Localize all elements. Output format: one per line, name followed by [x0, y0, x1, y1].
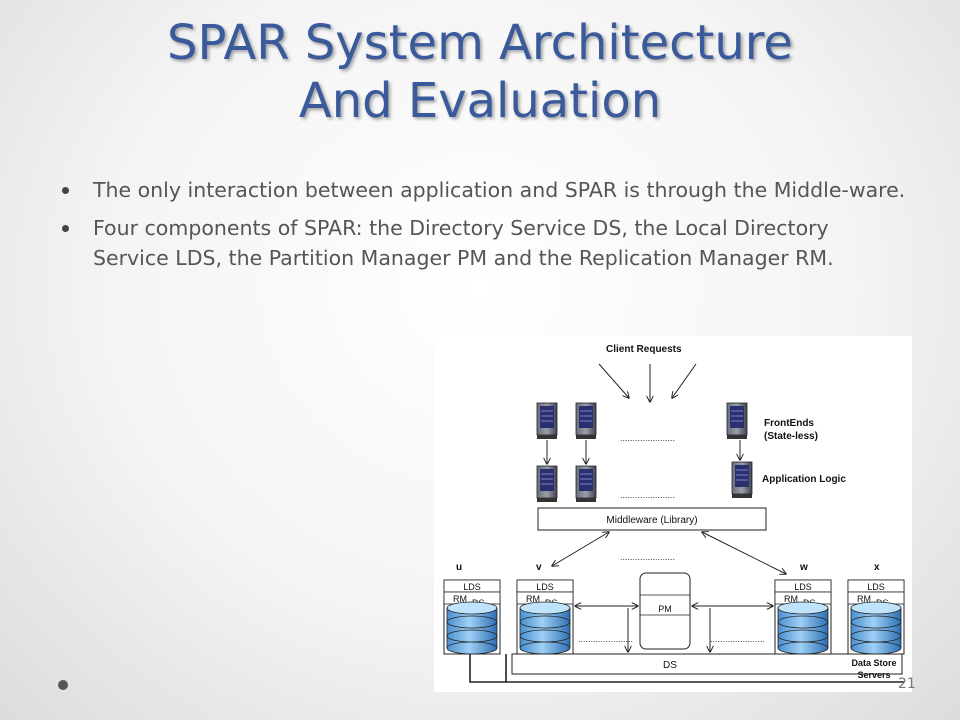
bullet-list: The only interaction between application…: [60, 175, 910, 281]
data-store-sublabel: Servers: [857, 670, 890, 680]
rm-label: RM: [784, 594, 798, 604]
data-store-server-v: LDS RM DS: [516, 579, 574, 655]
server-label-w: w: [799, 562, 808, 573]
server-label-u: u: [456, 562, 462, 573]
client-requests-label: Client Requests: [606, 344, 682, 355]
frontends-label: FrontEnds: [764, 418, 814, 429]
middleware-arrow: [702, 532, 786, 574]
ds-bar-label: DS: [663, 660, 677, 671]
architecture-diagram: Client Requests ...................... F…: [434, 336, 912, 692]
pm-right-dots: ......................: [710, 634, 765, 644]
title-line-1: SPAR System Architecture: [167, 15, 793, 71]
footer-dot: [58, 680, 68, 690]
middleware-box: [537, 507, 767, 531]
application-logic-label: Application Logic: [762, 474, 846, 485]
bullet-item: The only interaction between application…: [60, 175, 910, 205]
slide-title: SPAR System Architecture And Evaluation: [40, 14, 920, 130]
frontend-server-icon: [726, 402, 748, 440]
frontend-dots: ......................: [620, 433, 675, 443]
server-label-x: x: [874, 562, 880, 573]
ds-bus-line: [469, 654, 904, 683]
app-server-icon: [536, 465, 558, 503]
frontend-server-icon: [536, 402, 558, 440]
rm-label: RM: [526, 594, 540, 604]
data-store-server-x: LDS RM DS: [847, 579, 905, 655]
app-server-icon: [731, 461, 753, 499]
lds-label: LDS: [463, 582, 481, 592]
title-line-2: And Evaluation: [298, 73, 662, 129]
rm-label: RM: [857, 594, 871, 604]
ds-box: [511, 653, 903, 675]
data-store-label: Data Store: [851, 658, 896, 668]
app-server-icon: [575, 465, 597, 503]
pm-label: PM: [658, 604, 672, 614]
pm-box: [639, 572, 691, 650]
request-arrow: [598, 363, 629, 398]
middleware-label: Middleware (Library): [606, 515, 697, 526]
rm-label: RM: [453, 594, 467, 604]
middleware-dots: ......................: [620, 552, 675, 562]
data-store-server-w: LDS RM DS: [774, 579, 832, 655]
lds-label: LDS: [867, 582, 885, 592]
app-logic-dots: ......................: [620, 490, 675, 500]
server-label-v: v: [536, 562, 542, 573]
frontends-sublabel: (State-less): [764, 431, 818, 442]
data-store-server-u: LDS RM DS: [443, 579, 501, 655]
request-arrow: [672, 363, 697, 398]
bullet-item: Four components of SPAR: the Directory S…: [60, 213, 910, 273]
lds-label: LDS: [536, 582, 554, 592]
lds-label: LDS: [794, 582, 812, 592]
frontend-server-icon: [575, 402, 597, 440]
page-number: 21: [898, 676, 916, 692]
pm-left-dots: ......................: [578, 634, 633, 644]
middleware-arrow: [552, 532, 609, 566]
